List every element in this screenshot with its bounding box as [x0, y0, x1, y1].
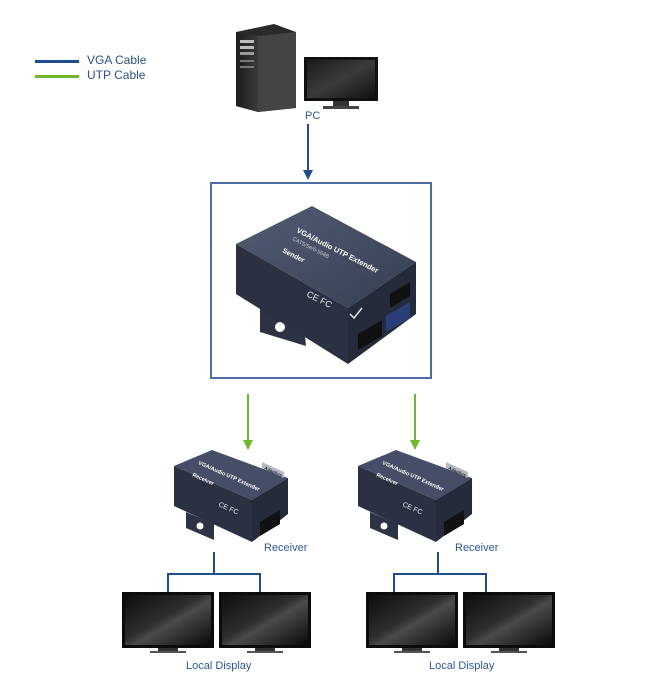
- legend-utp-label: UTP Cable: [87, 68, 146, 82]
- sender-device-icon: VGA/Audio UTP Extender CAT5/5e/6-568B Se…: [236, 206, 416, 364]
- vga-split-left: [167, 552, 261, 594]
- vga-arrow: [303, 124, 313, 180]
- vga-split-right: [393, 552, 487, 594]
- display-monitor-icon: [463, 592, 555, 653]
- display-monitor-icon: [219, 592, 311, 653]
- display-monitor-icon: [366, 592, 458, 653]
- utp-arrow-left: [243, 394, 253, 450]
- utp-arrow-right: [410, 394, 420, 450]
- display-monitor-icon: [122, 592, 214, 653]
- pc-tower-icon: [236, 24, 296, 112]
- receiver-device-icon: Adaptive VGA/Audio UTP Extender Receiver…: [358, 450, 472, 542]
- receiver-label: Receiver: [264, 542, 308, 554]
- receiver-device-icon: Adaptive VGA/Audio UTP Extender Receiver…: [174, 450, 288, 542]
- legend-utp-line: [35, 75, 79, 78]
- pc-label: PC: [305, 110, 321, 122]
- legend-vga-line: [35, 60, 79, 63]
- receiver-label: Receiver: [455, 542, 499, 554]
- pc-monitor-icon: [304, 57, 378, 109]
- local-display-label: Local Display: [429, 660, 495, 672]
- legend-vga-label: VGA Cable: [87, 53, 147, 67]
- local-display-label: Local Display: [186, 660, 252, 672]
